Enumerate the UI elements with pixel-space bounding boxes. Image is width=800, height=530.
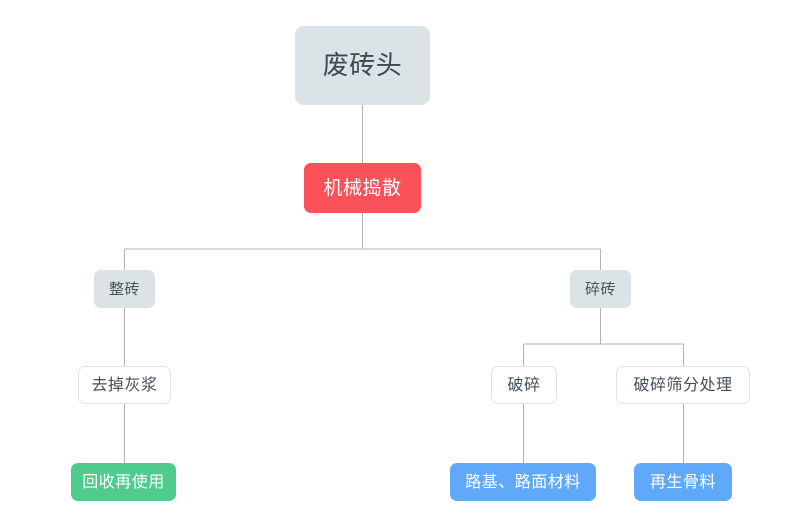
node-whole-brick[interactable]: 整砖 — [94, 270, 155, 308]
node-crushing[interactable]: 破碎 — [491, 366, 557, 404]
node-waste-brick[interactable]: 废砖头 — [295, 26, 430, 105]
node-recycled-aggregate[interactable]: 再生骨料 — [634, 463, 732, 501]
node-mechanical-breaking[interactable]: 机械捣散 — [304, 163, 421, 213]
node-remove-mortar[interactable]: 去掉灰浆 — [78, 366, 171, 404]
node-subgrade-pavement-material[interactable]: 路基、路面材料 — [450, 463, 596, 501]
node-recycle-reuse[interactable]: 回收再使用 — [71, 463, 176, 501]
node-broken-brick[interactable]: 碎砖 — [570, 270, 631, 308]
node-crushing-screening-treatment[interactable]: 破碎筛分处理 — [616, 366, 750, 404]
